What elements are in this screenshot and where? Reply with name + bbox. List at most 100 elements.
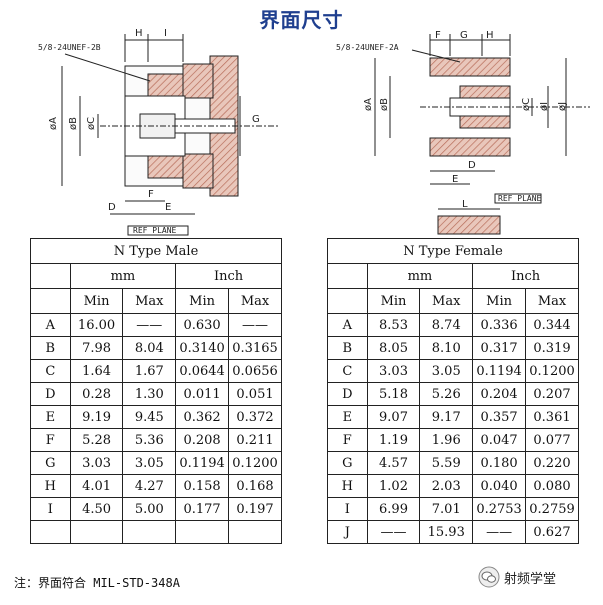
logo-text: 射频学堂 (504, 571, 557, 587)
male-row-key: I (30, 497, 71, 521)
male-cell: 0.28 (69, 382, 124, 406)
male-cell: 4.01 (69, 474, 124, 498)
female-row-key: J (327, 520, 368, 544)
male-cell (69, 520, 124, 544)
male-cell (228, 520, 282, 544)
male-cell: 0.168 (228, 474, 282, 498)
svg-text:L: L (462, 199, 468, 210)
female-row-key: A (327, 313, 368, 337)
female-cell: 0.1194 (472, 359, 527, 383)
female-row-key: F (327, 428, 368, 452)
male-cell: 0.158 (175, 474, 230, 498)
female-cell: 0.220 (525, 451, 579, 475)
female-cell: —— (366, 520, 421, 544)
male-cell: 0.177 (175, 497, 230, 521)
female-cell: 8.05 (366, 336, 421, 360)
female-cell: 5.26 (419, 382, 474, 406)
male-cell: 16.00 (69, 313, 124, 337)
male-row-key (30, 520, 71, 544)
svg-text:F: F (148, 189, 154, 200)
female-row-key: G (327, 451, 368, 475)
female-cell: 0.204 (472, 382, 527, 406)
compliance-note: 注：界面符合 MIL-STD-348A (14, 576, 180, 590)
female-connector-drawing: 5/8-24UNEF-2A F G H øA øB øC øI øJ D E L… (336, 30, 590, 235)
male-cell: 3.03 (69, 451, 124, 475)
male-table-caption: N Type Male (30, 238, 282, 264)
female-row-key: D (327, 382, 368, 406)
svg-text:øA: øA (48, 117, 59, 130)
female-row-key: C (327, 359, 368, 383)
female-cell: —— (472, 520, 527, 544)
female-cell: 0.344 (525, 313, 579, 337)
male-cell: 0.3140 (175, 336, 230, 360)
female-cell: 7.01 (419, 497, 474, 521)
female-table-row: J——15.93——0.627 (327, 520, 579, 544)
female-cell: 0.077 (525, 428, 579, 452)
male-cell: 0.211 (228, 428, 282, 452)
female-cell: 15.93 (419, 520, 474, 544)
female-cell: 5.18 (366, 382, 421, 406)
female-group-inch: Inch (472, 263, 579, 289)
male-cell (122, 520, 177, 544)
male-cell: 5.36 (122, 428, 177, 452)
female-cell: 0.317 (472, 336, 527, 360)
male-row-key: C (30, 359, 71, 383)
svg-text:øA: øA (363, 98, 374, 111)
male-connector-drawing: 5/8-24UNEF-2B H I øA øB øC G F D E REF P… (38, 28, 280, 236)
female-group-mm: mm (366, 263, 474, 289)
male-cell: 0.1194 (175, 451, 230, 475)
female-cell: 0.080 (525, 474, 579, 498)
female-cell: 9.07 (366, 405, 421, 429)
svg-text:øB: øB (68, 117, 79, 130)
svg-text:H: H (486, 30, 494, 41)
female-cell: 6.99 (366, 497, 421, 521)
male-cell: 0.362 (175, 405, 230, 429)
male-cell: 0.630 (175, 313, 230, 337)
male-cell: 0.208 (175, 428, 230, 452)
male-cell: 0.1200 (228, 451, 282, 475)
female-cell: 0.2753 (472, 497, 527, 521)
female-ref-plane: REF PLANE (498, 194, 542, 203)
female-row-key: E (327, 405, 368, 429)
svg-text:øJ: øJ (557, 102, 568, 111)
male-cell (175, 520, 230, 544)
brand-logo: 射频学堂 (478, 566, 556, 588)
svg-text:F: F (435, 30, 441, 41)
female-col-header: Max (525, 288, 579, 314)
female-cell: 0.361 (525, 405, 579, 429)
page-title: 界面尺寸 (259, 8, 344, 32)
male-col-header: Min (69, 288, 124, 314)
female-col-header: Min (366, 288, 421, 314)
svg-text:øI: øI (539, 102, 550, 111)
male-col-header: Max (122, 288, 177, 314)
male-cell: 5.00 (122, 497, 177, 521)
female-cell: 0.2759 (525, 497, 579, 521)
male-table-row (30, 520, 282, 544)
female-cell: 0.180 (472, 451, 527, 475)
svg-text:G: G (252, 114, 260, 125)
male-cell: 0.3165 (228, 336, 282, 360)
female-cell: 0.357 (472, 405, 527, 429)
female-thread-label: 5/8-24UNEF-2A (336, 43, 399, 52)
male-cell: 1.64 (69, 359, 124, 383)
male-cell: 1.67 (122, 359, 177, 383)
female-table-caption: N Type Female (327, 238, 579, 264)
svg-text:E: E (165, 202, 171, 213)
male-cell: 0.0644 (175, 359, 230, 383)
female-cell: 0.336 (472, 313, 527, 337)
female-cell: 8.10 (419, 336, 474, 360)
male-cell: 7.98 (69, 336, 124, 360)
male-thread-label: 5/8-24UNEF-2B (38, 43, 101, 52)
male-row-key: A (30, 313, 71, 337)
female-cell: 9.17 (419, 405, 474, 429)
